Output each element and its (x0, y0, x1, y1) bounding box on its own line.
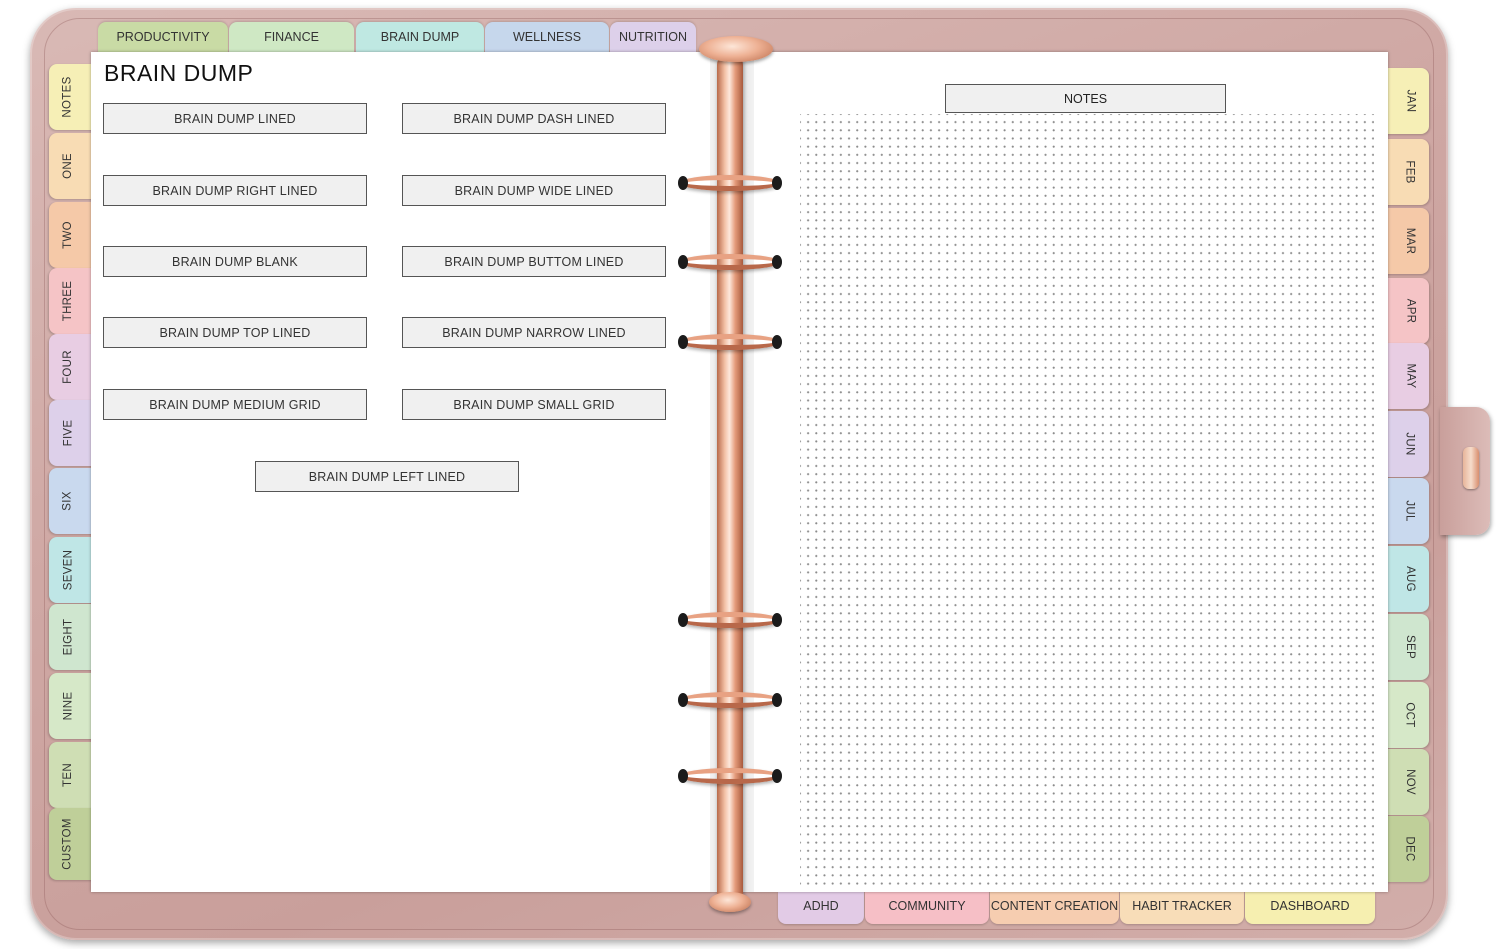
binder-ring-icon (678, 689, 782, 711)
tab-may[interactable]: MAY (1385, 343, 1429, 409)
tab-five[interactable]: FIVE (49, 400, 93, 466)
tab-label: JUN (1403, 432, 1416, 456)
brain-dump-narrow-lined-button[interactable]: BRAIN DUMP NARROW LINED (402, 317, 666, 348)
tab-dec[interactable]: DEC (1385, 816, 1429, 882)
tab-jun[interactable]: JUN (1385, 411, 1429, 477)
tab-aug[interactable]: AUG (1385, 546, 1429, 612)
tab-two[interactable]: TWO (49, 202, 93, 268)
tab-eight[interactable]: EIGHT (49, 604, 93, 670)
tab-habit-tracker[interactable]: HABIT TRACKER (1120, 892, 1244, 924)
tab-nov[interactable]: NOV (1385, 749, 1429, 815)
tab-four[interactable]: FOUR (49, 334, 93, 400)
tab-notes[interactable]: NOTES (49, 64, 93, 130)
tab-dashboard[interactable]: DASHBOARD (1245, 892, 1375, 924)
strap-snap-icon (1463, 447, 1479, 489)
ring-spine-cap (699, 36, 773, 62)
tab-sep[interactable]: SEP (1385, 614, 1429, 680)
tab-label: ONE (61, 153, 74, 179)
binder-ring-icon (678, 172, 782, 194)
tab-feb[interactable]: FEB (1385, 139, 1429, 205)
tab-label: APR (1403, 298, 1416, 324)
tab-apr[interactable]: APR (1385, 278, 1429, 344)
tab-label: SIX (62, 491, 74, 511)
tab-label: MAY (1404, 363, 1416, 389)
brain-dump-medium-grid-button[interactable]: BRAIN DUMP MEDIUM GRID (103, 389, 367, 420)
binder-ring-icon (678, 251, 782, 273)
tab-jan[interactable]: JAN (1385, 68, 1429, 134)
binder-ring-icon (678, 609, 782, 631)
tab-nine[interactable]: NINE (49, 673, 93, 739)
tab-label: FOUR (62, 350, 74, 384)
brain-dump-small-grid-button[interactable]: BRAIN DUMP SMALL GRID (402, 389, 666, 420)
tab-label: CUSTOM (62, 818, 75, 870)
tab-adhd[interactable]: ADHD (778, 892, 864, 924)
tab-label: AUG (1403, 566, 1416, 592)
tab-label: FIVE (61, 419, 74, 447)
notes-header: NOTES (945, 84, 1226, 113)
tab-label: SEP (1403, 635, 1416, 659)
brain-dump-left-lined-button[interactable]: BRAIN DUMP LEFT LINED (255, 461, 519, 492)
binder-stitching (44, 18, 1434, 930)
tab-label: THREE (61, 280, 74, 322)
tab-label: SEVEN (62, 549, 74, 591)
brain-dump-right-lined-button[interactable]: BRAIN DUMP RIGHT LINED (103, 175, 367, 206)
brain-dump-buttom-lined-button[interactable]: BRAIN DUMP BUTTOM LINED (402, 246, 666, 277)
brain-dump-dash-lined-button[interactable]: BRAIN DUMP DASH LINED (402, 103, 666, 134)
tab-mar[interactable]: MAR (1385, 208, 1429, 274)
tab-ten[interactable]: TEN (49, 742, 93, 808)
page-title: BRAIN DUMP (104, 60, 254, 86)
tab-oct[interactable]: OCT (1385, 682, 1429, 748)
tab-label: MAR (1404, 227, 1416, 255)
ring-spine-foot (709, 892, 751, 912)
tab-label: DEC (1404, 836, 1416, 862)
brain-dump-wide-lined-button[interactable]: BRAIN DUMP WIDE LINED (402, 175, 666, 206)
tab-label: EIGHT (61, 618, 74, 656)
tab-three[interactable]: THREE (49, 268, 93, 334)
tab-six[interactable]: SIX (49, 468, 93, 534)
binder-ring-icon (678, 331, 782, 353)
tab-seven[interactable]: SEVEN (49, 537, 93, 603)
tab-productivity[interactable]: PRODUCTIVITY (98, 22, 228, 56)
brain-dump-lined-button[interactable]: BRAIN DUMP LINED (103, 103, 367, 134)
notes-dot-grid[interactable] (800, 114, 1374, 886)
tab-nutrition[interactable]: NUTRITION (610, 22, 696, 56)
tab-label: NINE (62, 691, 74, 721)
tab-label: FEB (1403, 160, 1416, 184)
tab-label: NOV (1403, 769, 1416, 795)
tab-label: JAN (1403, 89, 1416, 113)
tab-label: OCT (1404, 702, 1416, 728)
tab-community[interactable]: COMMUNITY (865, 892, 989, 924)
tab-finance[interactable]: FINANCE (229, 22, 354, 56)
tab-jul[interactable]: JUL (1385, 478, 1429, 544)
tab-one[interactable]: ONE (49, 133, 93, 199)
tab-custom[interactable]: CUSTOM (49, 808, 93, 880)
tab-label: TEN (62, 763, 74, 787)
tab-brain-dump[interactable]: BRAIN DUMP (356, 22, 484, 56)
brain-dump-blank-button[interactable]: BRAIN DUMP BLANK (103, 246, 367, 277)
binder-ring-icon (678, 765, 782, 787)
tab-label: NOTES (62, 76, 74, 118)
tab-wellness[interactable]: WELLNESS (485, 22, 609, 56)
tab-content-creation[interactable]: CONTENT CREATION (990, 892, 1119, 924)
tab-label: TWO (61, 221, 74, 249)
brain-dump-top-lined-button[interactable]: BRAIN DUMP TOP LINED (103, 317, 367, 348)
ring-spine (717, 52, 743, 908)
tab-label: JUL (1403, 500, 1416, 522)
